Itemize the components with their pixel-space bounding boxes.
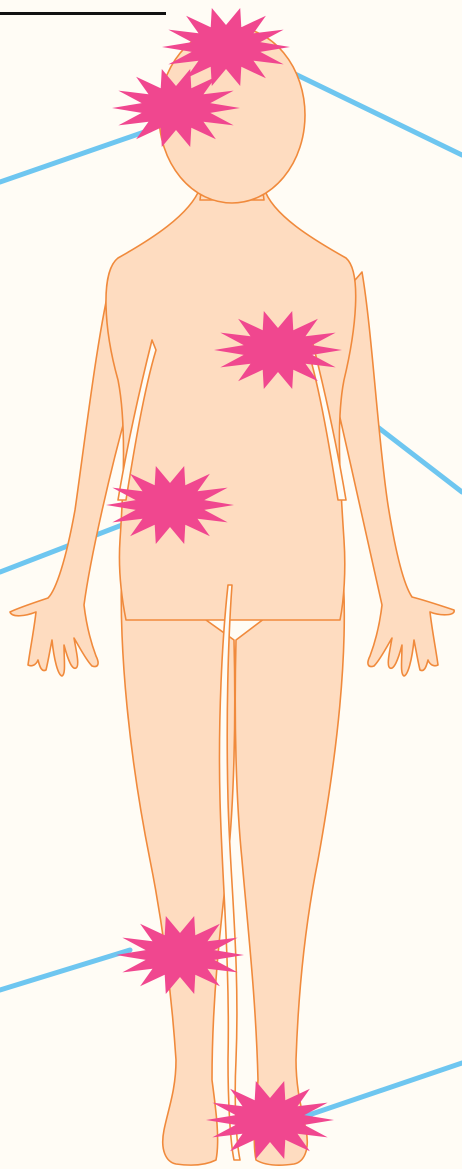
left-leg	[121, 560, 235, 1165]
callout-line-temple	[0, 130, 150, 182]
human-figure-icon	[10, 27, 454, 1165]
callout-line-ankle	[300, 1063, 462, 1118]
callout-line-knee	[0, 950, 130, 990]
right-leg	[235, 560, 344, 1165]
